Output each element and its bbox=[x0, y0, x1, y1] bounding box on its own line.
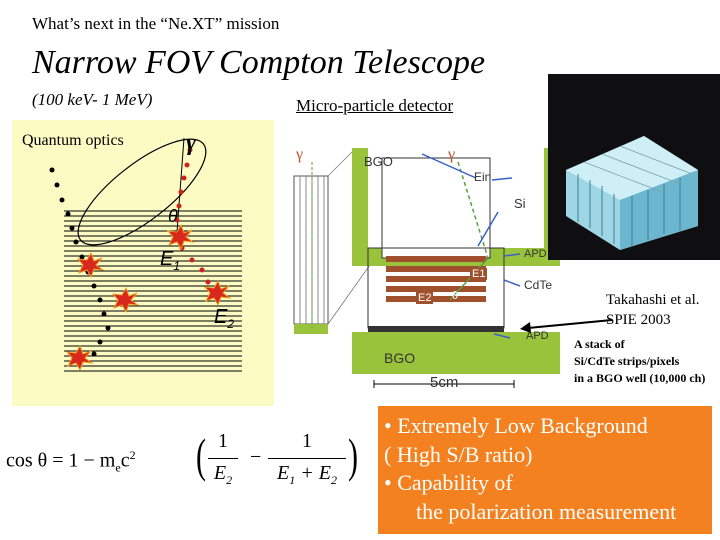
e1-label: E1 bbox=[160, 248, 181, 273]
interaction-bursts bbox=[65, 223, 232, 372]
left-paren: ( bbox=[196, 429, 206, 483]
detector-gamma-right: γ bbox=[448, 146, 456, 163]
stack-caption: A stack of Si/CdTe strips/pixels in a BG… bbox=[574, 336, 705, 387]
detector-gamma-left: γ bbox=[296, 146, 304, 163]
compton-cone-ellipse bbox=[77, 138, 207, 246]
bullet-polarization: • Capability of bbox=[384, 470, 513, 495]
e2-detector-label: E2 bbox=[416, 292, 434, 304]
gamma-symbol: γ bbox=[186, 130, 196, 156]
cdte-strips bbox=[386, 256, 486, 302]
stack-caption-line-2: Si/CdTe strips/pixels bbox=[574, 354, 680, 368]
fraction-1-numerator: 1 bbox=[218, 430, 228, 452]
quantum-optics-panel bbox=[12, 120, 274, 406]
right-paren: ) bbox=[348, 429, 358, 483]
detector-schematic bbox=[282, 128, 564, 398]
red-track-dots bbox=[174, 147, 211, 285]
e1-detector-label: E1 bbox=[470, 268, 488, 280]
arrow-icon bbox=[520, 319, 613, 333]
cdte-label: CdTe bbox=[524, 278, 553, 292]
apd-bottom-label: APD bbox=[526, 330, 549, 342]
bgo-top-label: BGO bbox=[364, 154, 393, 169]
bullet-sb-ratio: ( High S/B ratio) bbox=[384, 441, 533, 467]
crystal-stack-photo bbox=[548, 74, 720, 260]
stack-caption-line-1: A stack of bbox=[574, 337, 625, 351]
formula-minus: − bbox=[250, 446, 262, 468]
reference-authors: Takahashi et al. bbox=[606, 292, 700, 308]
bullet-low-background: • Extremely Low Background bbox=[384, 413, 648, 438]
bullet-polarization-cont: the polarization measurement bbox=[416, 498, 677, 524]
si-label: Si bbox=[514, 196, 526, 211]
reference-venue: SPIE 2003 bbox=[606, 312, 671, 328]
reference: Takahashi et al. SPIE 2003 bbox=[606, 290, 700, 330]
slide-kicker: What’s next in the “Ne.XT” mission bbox=[32, 14, 280, 33]
fraction-1-bar bbox=[208, 458, 238, 459]
theta-detector-label: θ bbox=[452, 290, 459, 302]
fraction-1-denominator: E2 bbox=[213, 462, 233, 487]
compton-formula: cos θ = 1 − mec2 ( 1 E2 − 1 E1 + E2 ) bbox=[6, 420, 366, 500]
stack-caption-line-3: in a BGO well (10,000 ch) bbox=[574, 371, 706, 385]
theta-symbol: θ bbox=[168, 206, 178, 226]
micro-particle-label: Micro-particle detector bbox=[296, 96, 454, 115]
scale-label: 5cm bbox=[430, 374, 459, 391]
compton-scatter-diagram bbox=[49, 137, 242, 372]
energy-range: (100 keV- 1 MeV) bbox=[32, 90, 153, 109]
fraction-2-numerator: 1 bbox=[302, 430, 312, 452]
formula-lhs: cos θ = 1 − mec2 bbox=[6, 448, 136, 475]
bgo-bottom-label: BGO bbox=[384, 350, 416, 366]
quantum-optics-label: Quantum optics bbox=[22, 132, 124, 149]
cone-axis-line bbox=[176, 137, 185, 233]
ein-label: Ein bbox=[474, 170, 492, 184]
e2-label: E2 bbox=[214, 306, 235, 331]
highlights-box: • Extremely Low Background ( High S/B ra… bbox=[378, 406, 712, 534]
apd-top-label: APD bbox=[524, 248, 547, 260]
fraction-2-denominator: E1 + E2 bbox=[277, 462, 337, 487]
fraction-2-bar bbox=[268, 458, 346, 459]
slide-title: Narrow FOV Compton Telescope bbox=[32, 44, 486, 81]
black-track-dots bbox=[49, 167, 111, 357]
